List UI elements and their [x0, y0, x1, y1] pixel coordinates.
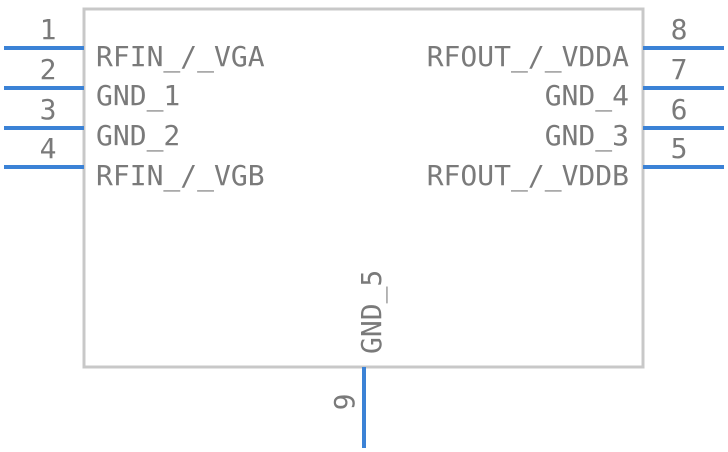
pin-4-number: 4: [40, 132, 57, 165]
pin-3-number: 3: [40, 93, 57, 126]
pin-4-label: RFIN_/_VGB: [96, 159, 265, 193]
pin-8-number: 8: [671, 13, 688, 46]
pin-9-label: GND_5: [355, 270, 389, 354]
pin-9-number: 9: [328, 394, 361, 411]
pin-5-number: 5: [671, 132, 688, 165]
pin-2-label: GND_1: [96, 79, 180, 113]
pin-7[interactable]: 7 GND_4: [545, 53, 724, 113]
pin-3[interactable]: 3 GND_2: [4, 93, 180, 153]
pin-8[interactable]: 8 RFOUT_/_VDDA: [427, 13, 724, 74]
pin-1[interactable]: 1 RFIN_/_VGA: [4, 13, 265, 74]
pin-2[interactable]: 2 GND_1: [4, 53, 180, 113]
pin-1-label: RFIN_/_VGA: [96, 40, 265, 74]
pin-4[interactable]: 4 RFIN_/_VGB: [4, 132, 265, 193]
pin-6-number: 6: [671, 93, 688, 126]
pin-6[interactable]: 6 GND_3: [545, 93, 724, 153]
pin-9[interactable]: 9 GND_5: [328, 270, 389, 448]
pin-3-label: GND_2: [96, 119, 180, 153]
pin-8-label: RFOUT_/_VDDA: [427, 40, 629, 74]
pin-7-number: 7: [671, 53, 688, 86]
pin-2-number: 2: [40, 53, 57, 86]
component-body: [82, 7, 645, 369]
pin-6-label: GND_3: [545, 119, 629, 153]
pin-5[interactable]: 5 RFOUT_/_VDDB: [427, 132, 724, 193]
pin-7-label: GND_4: [545, 79, 629, 113]
pin-1-number: 1: [40, 13, 57, 46]
pin-5-label: RFOUT_/_VDDB: [427, 159, 629, 193]
